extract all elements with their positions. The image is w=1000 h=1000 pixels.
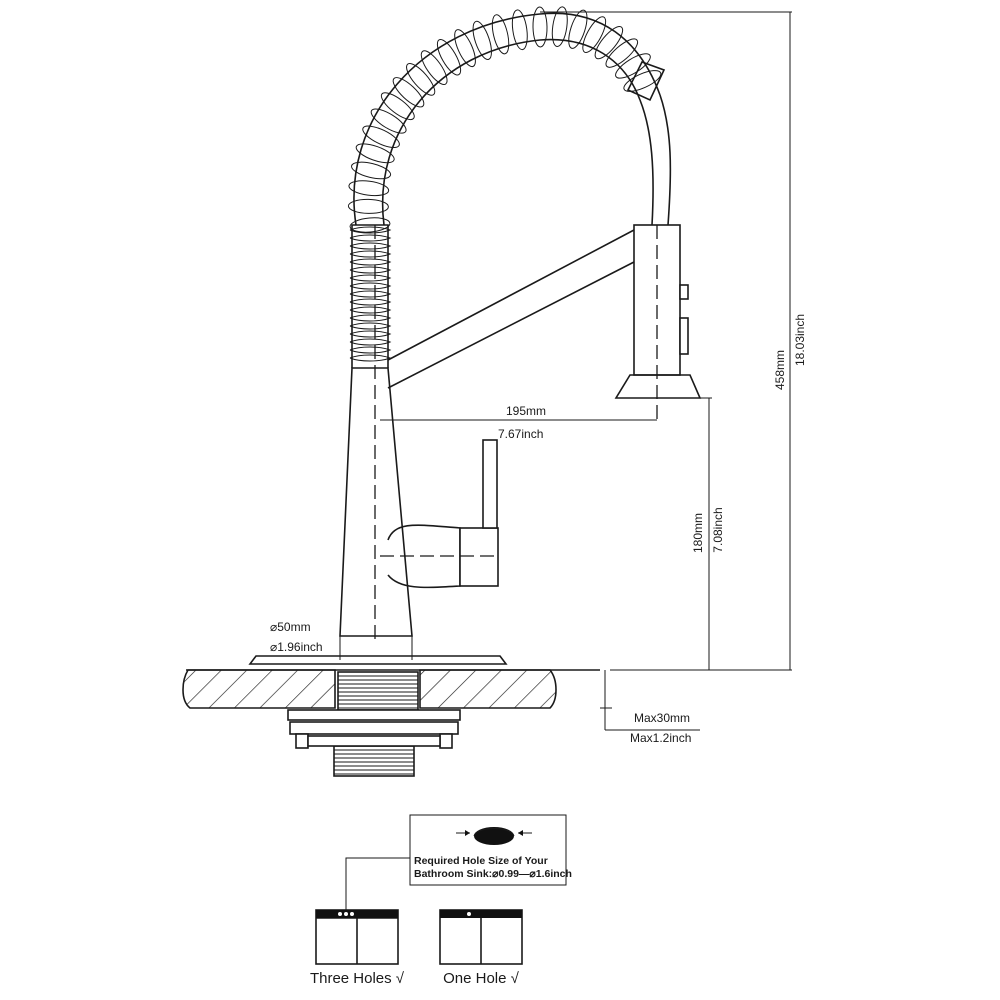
three-hole-sink-icon [315, 909, 399, 965]
hole-note-line2: Bathroom Sink:⌀0.99—⌀1.6inch [414, 868, 572, 880]
one-hole-sink-icon [439, 909, 523, 965]
spring-hose-arch [347, 6, 662, 233]
countertop-section [182, 669, 600, 709]
dim-reach-inch: 7.67inch [498, 427, 543, 441]
dim-total-height-mm: 458mm [773, 350, 787, 390]
spray-head [614, 61, 702, 420]
dimension-lines [339, 11, 792, 731]
dim-deck-thickness-mm: Max30mm [634, 711, 690, 725]
support-rod [387, 229, 635, 389]
dim-reach-mm: 195mm [506, 404, 546, 418]
three-holes-caption: Three Holes √ [310, 970, 405, 987]
hole-note-line1: Required Hole Size of Your [414, 855, 548, 867]
dim-total-height-inch: 18.03inch [793, 314, 807, 366]
base-flange [248, 655, 508, 665]
lever-handle [380, 439, 499, 589]
dim-spout-height-mm: 180mm [691, 513, 705, 553]
faucet-body [339, 224, 413, 640]
one-hole-caption: One Hole √ [443, 970, 520, 987]
dim-base-diameter-mm: ⌀50mm [270, 620, 311, 634]
spring-lower-coils [349, 226, 392, 362]
hole-size-note [345, 814, 567, 910]
dim-deck-thickness-inch: Max1.2inch [630, 731, 691, 745]
threaded-shank [333, 671, 419, 777]
dim-spout-height-inch: 7.08inch [711, 507, 725, 552]
mounting-nut [287, 709, 461, 749]
dim-base-diameter-inch: ⌀1.96inch [270, 640, 323, 654]
